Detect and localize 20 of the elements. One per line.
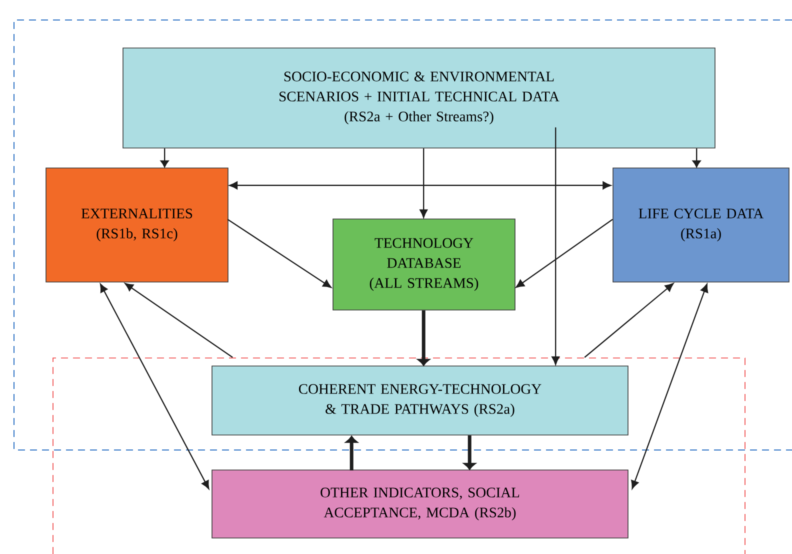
arrow bbox=[552, 127, 560, 365]
arrow bbox=[692, 148, 701, 168]
text-box: LIFE CYCLE DATA (RS1a) bbox=[612, 168, 790, 282]
arrow bbox=[631, 284, 708, 490]
arrow bbox=[227, 218, 332, 288]
text-box: COHERENT ENERGY-TECHNOLOGY & TRADE PATHWAYS (RS2a) bbox=[212, 366, 628, 436]
text-box: OTHER INDICATORS, SOCIAL ACCEPTANCE, MCDA (RS2b) bbox=[212, 470, 628, 538]
text-box: TECHNOLOGY DATABASE (ALL STREAMS) bbox=[332, 218, 516, 310]
arrow bbox=[420, 148, 428, 218]
text-box: SOCIO-ECONOMIC & ENVIRONMENTAL SCENARIOS + INITIAL TECHNICAL DATA (RS2a + Other Streams?) bbox=[122, 48, 716, 148]
arrow bbox=[346, 436, 358, 470]
arrow bbox=[229, 181, 612, 190]
text-box: EXTERNALITIES (RS1b, RS1c) bbox=[46, 168, 228, 282]
arrow bbox=[100, 284, 210, 490]
arrow bbox=[584, 283, 674, 358]
arrow bbox=[516, 218, 613, 288]
arrow bbox=[124, 282, 233, 358]
arrow bbox=[418, 310, 430, 366]
arrow bbox=[464, 435, 476, 470]
arrow bbox=[160, 148, 169, 168]
